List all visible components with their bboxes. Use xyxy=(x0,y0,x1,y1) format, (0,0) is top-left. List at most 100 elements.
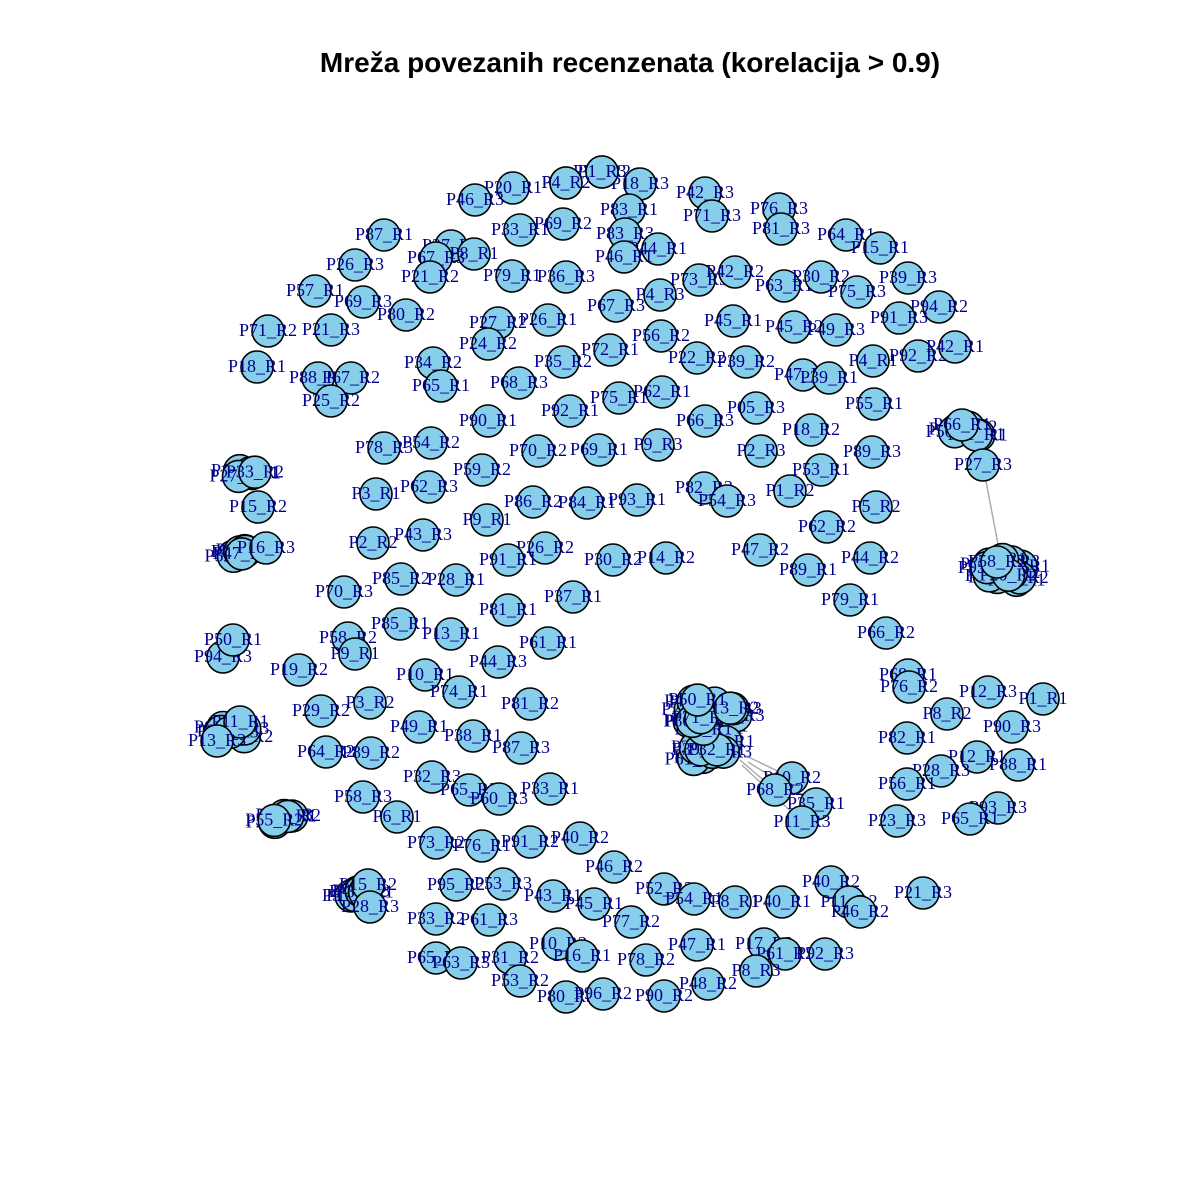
network-node: P67_R3 xyxy=(587,289,645,323)
node-circle xyxy=(346,285,380,319)
node-circle xyxy=(251,314,285,348)
node-circle xyxy=(593,333,627,367)
node-label: P46_R2 xyxy=(585,856,643,876)
node-circle xyxy=(785,805,819,839)
network-node: P71_R2 xyxy=(239,314,297,348)
node-label: P1_R1 xyxy=(1018,688,1067,708)
node-circle xyxy=(880,804,914,838)
node-circle xyxy=(645,375,679,409)
node-circle xyxy=(930,697,964,731)
node-label: P67_R2 xyxy=(322,367,380,387)
network-node: P46_R2 xyxy=(585,850,643,884)
node-label: P76_R2 xyxy=(880,676,938,696)
node-label: P26_R3 xyxy=(326,254,384,274)
network-node: P60_R3 xyxy=(470,782,528,816)
node-circle xyxy=(768,937,802,971)
network-node: P39_R2 xyxy=(717,345,775,379)
node-label: P25_R2 xyxy=(302,390,360,410)
network-node: P15_R2 xyxy=(229,490,287,524)
node-circle xyxy=(513,825,547,859)
network-node: P33_R1 xyxy=(521,772,579,806)
node-circle xyxy=(966,448,1000,482)
node-circle xyxy=(353,686,387,720)
network-node: P49_R1 xyxy=(390,710,448,744)
node-circle xyxy=(599,289,633,323)
node-circle xyxy=(971,675,1005,709)
node-label: P2_R2 xyxy=(348,532,397,552)
node-label: P77_R2 xyxy=(602,911,660,931)
node-label: P15_R2 xyxy=(339,874,397,894)
network-node: P45_R1 xyxy=(565,887,623,921)
node-label: P45_R2 xyxy=(765,316,823,336)
node-circle xyxy=(804,260,838,294)
node-circle xyxy=(216,623,250,657)
node-circle xyxy=(495,259,529,293)
node-circle xyxy=(334,361,368,395)
network-node: P90_R3 xyxy=(983,710,1041,744)
node-circle xyxy=(743,533,777,567)
node-circle xyxy=(444,946,478,980)
network-node: P61_R2 xyxy=(756,937,814,971)
node-label: P31_R2 xyxy=(481,947,539,967)
node-circle xyxy=(680,683,715,717)
network-node: P45_R1 xyxy=(704,304,762,338)
network-node: P50_R1 xyxy=(669,683,727,717)
node-circle xyxy=(892,670,926,704)
node-circle xyxy=(327,575,361,609)
node-label: P44_R3 xyxy=(469,651,527,671)
network-node: P88_R1 xyxy=(989,748,1047,782)
node-label: P63_R3 xyxy=(432,952,490,972)
network-node: P78_R3 xyxy=(355,431,413,465)
node-label: P63_R1 xyxy=(755,275,813,295)
node-circle xyxy=(765,885,799,919)
node-label: P13_R2 xyxy=(701,697,759,717)
network-node: P6_R1 xyxy=(372,800,422,834)
node-label: P76_R1 xyxy=(453,835,511,855)
network-node: P33_R1 xyxy=(491,213,549,247)
network-node: P93_R1 xyxy=(608,483,666,517)
node-circle xyxy=(471,404,505,438)
node-label: P45_R1 xyxy=(565,893,623,913)
node-circle xyxy=(953,802,987,836)
node-circle xyxy=(223,705,257,739)
network-node: P11_R1 xyxy=(211,705,269,739)
network-node: P2_R3 xyxy=(736,434,786,468)
node-label: P27_R2 xyxy=(469,312,527,332)
network-node: P33_R2 xyxy=(407,902,465,936)
network-node: P45_R2 xyxy=(765,310,823,344)
node-circle xyxy=(764,212,798,246)
node-label: P4_R1 xyxy=(848,350,897,370)
node-circle xyxy=(442,675,476,709)
node-label: P11_R3 xyxy=(773,811,830,831)
node-circle xyxy=(856,344,890,378)
network-node: P68_R2 xyxy=(746,773,804,807)
node-circle xyxy=(1001,748,1035,782)
node-circle xyxy=(791,553,825,587)
network-node: P21_R3 xyxy=(894,876,952,910)
network-node: P92_R2 xyxy=(889,339,947,373)
node-label: P39_R2 xyxy=(717,351,775,371)
network-node: P54_R3 xyxy=(698,484,756,518)
node-circle xyxy=(758,773,792,807)
node-label: P42_R3 xyxy=(676,182,734,202)
node-circle xyxy=(456,719,490,753)
node-label: P75_R3 xyxy=(828,281,886,301)
network-node: P43_R3 xyxy=(394,518,452,552)
node-label: P49_R3 xyxy=(807,319,865,339)
node-circle xyxy=(536,879,570,913)
node-circle xyxy=(995,710,1029,744)
network-node: P46_R3 xyxy=(446,183,504,217)
network-node: P35_R2 xyxy=(534,345,592,379)
network-node: P3_R2 xyxy=(345,686,395,720)
node-circle xyxy=(516,485,550,519)
node-circle xyxy=(482,782,516,816)
network-node: P62_R2 xyxy=(798,510,856,544)
node-circle xyxy=(556,580,590,614)
node-circle xyxy=(549,260,583,294)
node-label: P33_R1 xyxy=(521,778,579,798)
network-node: P56_R2 xyxy=(632,319,690,353)
network-node: P4_R3 xyxy=(635,278,685,312)
node-label: P64_R2 xyxy=(297,741,355,761)
node-label: P62_R2 xyxy=(798,516,856,536)
node-circle xyxy=(384,562,418,596)
